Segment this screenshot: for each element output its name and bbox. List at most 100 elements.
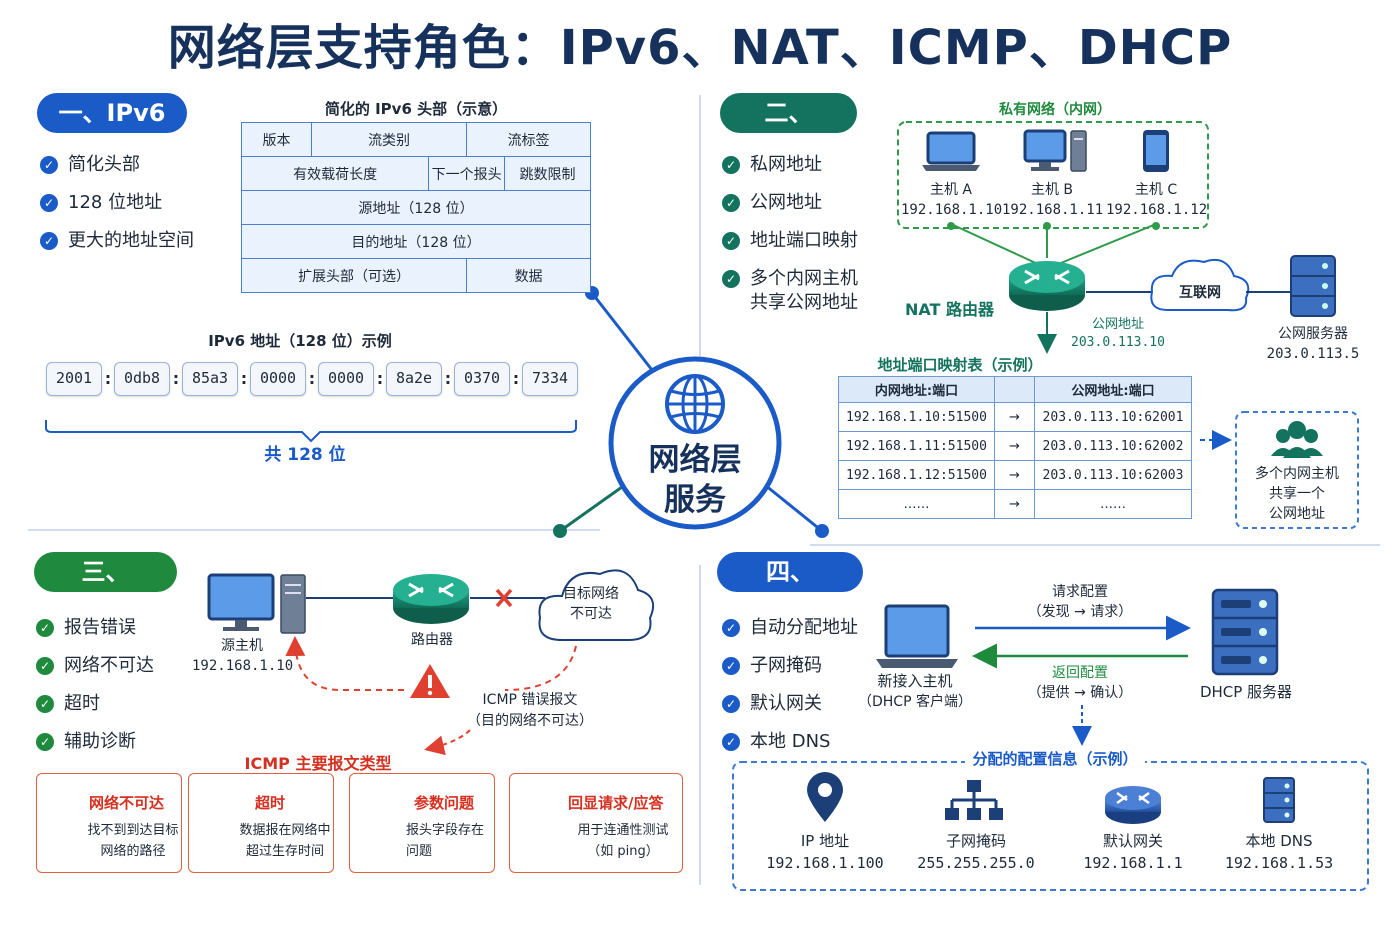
address-group: 0db8 [114, 362, 170, 396]
check-icon: ✓ [36, 619, 54, 637]
address-group: 8a2e [386, 362, 442, 396]
check-icon: ✓ [36, 695, 54, 713]
bullet-item: ✓128 位地址 [40, 191, 194, 215]
request-config-label: 请求配置 （发现 → 请求） [1027, 584, 1133, 620]
header-field: 扩展头部（可选） [240, 258, 468, 293]
address-caption: IPv6 地址（128 位）示例 [208, 332, 392, 350]
table-row: 192.168.1.12:51500→203.0.113.10:62003 [838, 460, 1192, 490]
reply-config-label: 返回配置 （提供 → 确认） [1027, 665, 1133, 701]
ipv6-badge: 一、IPv6 [37, 93, 187, 133]
check-icon: ✓ [722, 619, 740, 637]
check-icon: ✓ [36, 733, 54, 751]
table-row: 192.168.1.11:51500→203.0.113.10:62002 [838, 431, 1192, 461]
icmp-type-card: 网络不可达 找不到到达目标网络的路径 [36, 773, 182, 873]
check-icon: ✓ [722, 232, 740, 250]
center-hub [608, 356, 782, 530]
header-field: 目的地址（128 位） [241, 224, 591, 259]
icmp-types-caption: ICMP 主要报文类型 [244, 754, 392, 773]
bullet-item: ✓自动分配地址 [722, 616, 858, 640]
bullet-item: ✓报告错误 [36, 616, 154, 640]
check-icon: ✓ [40, 232, 58, 250]
check-icon: ✓ [722, 733, 740, 751]
icmp-type-card: 回显请求/应答 用于连通性测试（如 ping） [509, 773, 683, 873]
nat-bullets: ✓私网地址 ✓公网地址 ✓地址端口映射 ✓多个内网主机 共享公网地址 [722, 153, 858, 329]
router-label: 路由器 [411, 632, 453, 648]
bullet-item: ✓地址端口映射 [722, 229, 858, 253]
header-field: 流类别 [310, 122, 468, 157]
warning-icon [410, 664, 450, 698]
check-icon: ✓ [722, 156, 740, 174]
table-header: 内网地址:端口 [838, 376, 995, 403]
header-field: 版本 [241, 122, 312, 157]
ipv6-header-table: 版本 流类别 流标签 有效载荷长度 下一个报头 跳数限制 源地址（128 位） … [240, 122, 591, 293]
router-icon [393, 574, 469, 624]
center-hub-label: 网络层 服务 [630, 440, 760, 520]
center-line-1: 网络层 [648, 442, 742, 478]
center-line-2: 服务 [664, 482, 726, 518]
desktop-icon [1023, 129, 1087, 172]
icmp-badge: 三、ICMP [34, 552, 177, 626]
bullet-item: 共享公网地址 [750, 292, 858, 313]
network-hierarchy-icon [945, 780, 1003, 820]
private-network-label: 私有网络（内网） [999, 102, 1111, 118]
icmp-type-card: 超时 数据报在网络中超过生存时间 [188, 773, 334, 873]
check-icon: ✓ [36, 657, 54, 675]
check-icon: ✓ [40, 194, 58, 212]
internet-cloud-icon [1150, 258, 1250, 312]
header-field: 跳数限制 [504, 156, 591, 191]
mapping-table-caption: 地址端口映射表（示例） [877, 356, 1043, 374]
header-field: 源地址（128 位） [241, 190, 591, 225]
bullet-item: ✓辅助诊断 [36, 730, 154, 754]
bullet-item: ✓私网地址 [722, 153, 858, 177]
header-caption: 简化的 IPv6 头部（示意） [324, 100, 508, 118]
bits-brace [45, 420, 577, 443]
server-icon [1290, 255, 1336, 317]
address-group: 7334 [522, 362, 578, 396]
dhcp-server-icon [1211, 588, 1279, 676]
x-mark-icon [495, 588, 513, 608]
dhcp-badge: 四、DHCP [717, 552, 863, 626]
icmp-type-card: 参数问题 报头字段存在问题 [349, 773, 495, 873]
share-address-box [1235, 411, 1359, 529]
hub-connector-dhcp [764, 483, 823, 533]
dhcp-info-caption: 分配的配置信息（示例） [965, 748, 1145, 769]
table-row: 192.168.1.10:51500→203.0.113.10:62001 [838, 402, 1192, 432]
bullet-item: ✓默认网关 [722, 692, 858, 716]
address-group: 85a3 [182, 362, 238, 396]
bullet-item: ✓超时 [36, 692, 154, 716]
hub-connector-ipv6 [590, 292, 654, 371]
bullet-item: ✓简化头部 [40, 153, 194, 177]
icmp-bullets: ✓报告错误 ✓网络不可达 ✓超时 ✓辅助诊断 [36, 616, 154, 768]
dns-server-icon [1263, 777, 1295, 823]
page-title: 网络层支持角色：IPv6、NAT、ICMP、DHCP [167, 20, 1233, 76]
check-icon: ✓ [722, 270, 740, 288]
users-icon [1271, 421, 1323, 458]
ipv6-bullets: ✓简化头部 ✓128 位地址 ✓更大的地址空间 [40, 153, 194, 267]
bullet-item: ✓多个内网主机 [722, 267, 858, 291]
bullet-item: ✓公网地址 [722, 191, 858, 215]
phone-icon [1143, 130, 1169, 172]
dhcp-client-label: 新接入主机 （DHCP 客户端） [858, 672, 972, 710]
source-host-icon [207, 573, 306, 634]
bullet-item: ✓子网掩码 [722, 654, 858, 678]
target-network-label: 目标网络 不可达 [563, 586, 619, 622]
dhcp-server-label: DHCP 服务器 [1199, 683, 1293, 701]
check-icon: ✓ [40, 156, 58, 174]
header-field: 数据 [466, 258, 591, 293]
nat-public-address: 公网地址 203.0.113.10 [1071, 317, 1165, 350]
target-network-cloud-icon [538, 569, 654, 641]
nat-badge: 二、NAT [720, 93, 857, 167]
share-address-text: 多个内网主机 共享一个 公网地址 [1255, 466, 1339, 522]
check-icon: ✓ [722, 194, 740, 212]
check-icon: ✓ [722, 695, 740, 713]
bullet-item: ✓本地 DNS [722, 730, 858, 754]
header-field: 下一个报头 [428, 156, 505, 191]
